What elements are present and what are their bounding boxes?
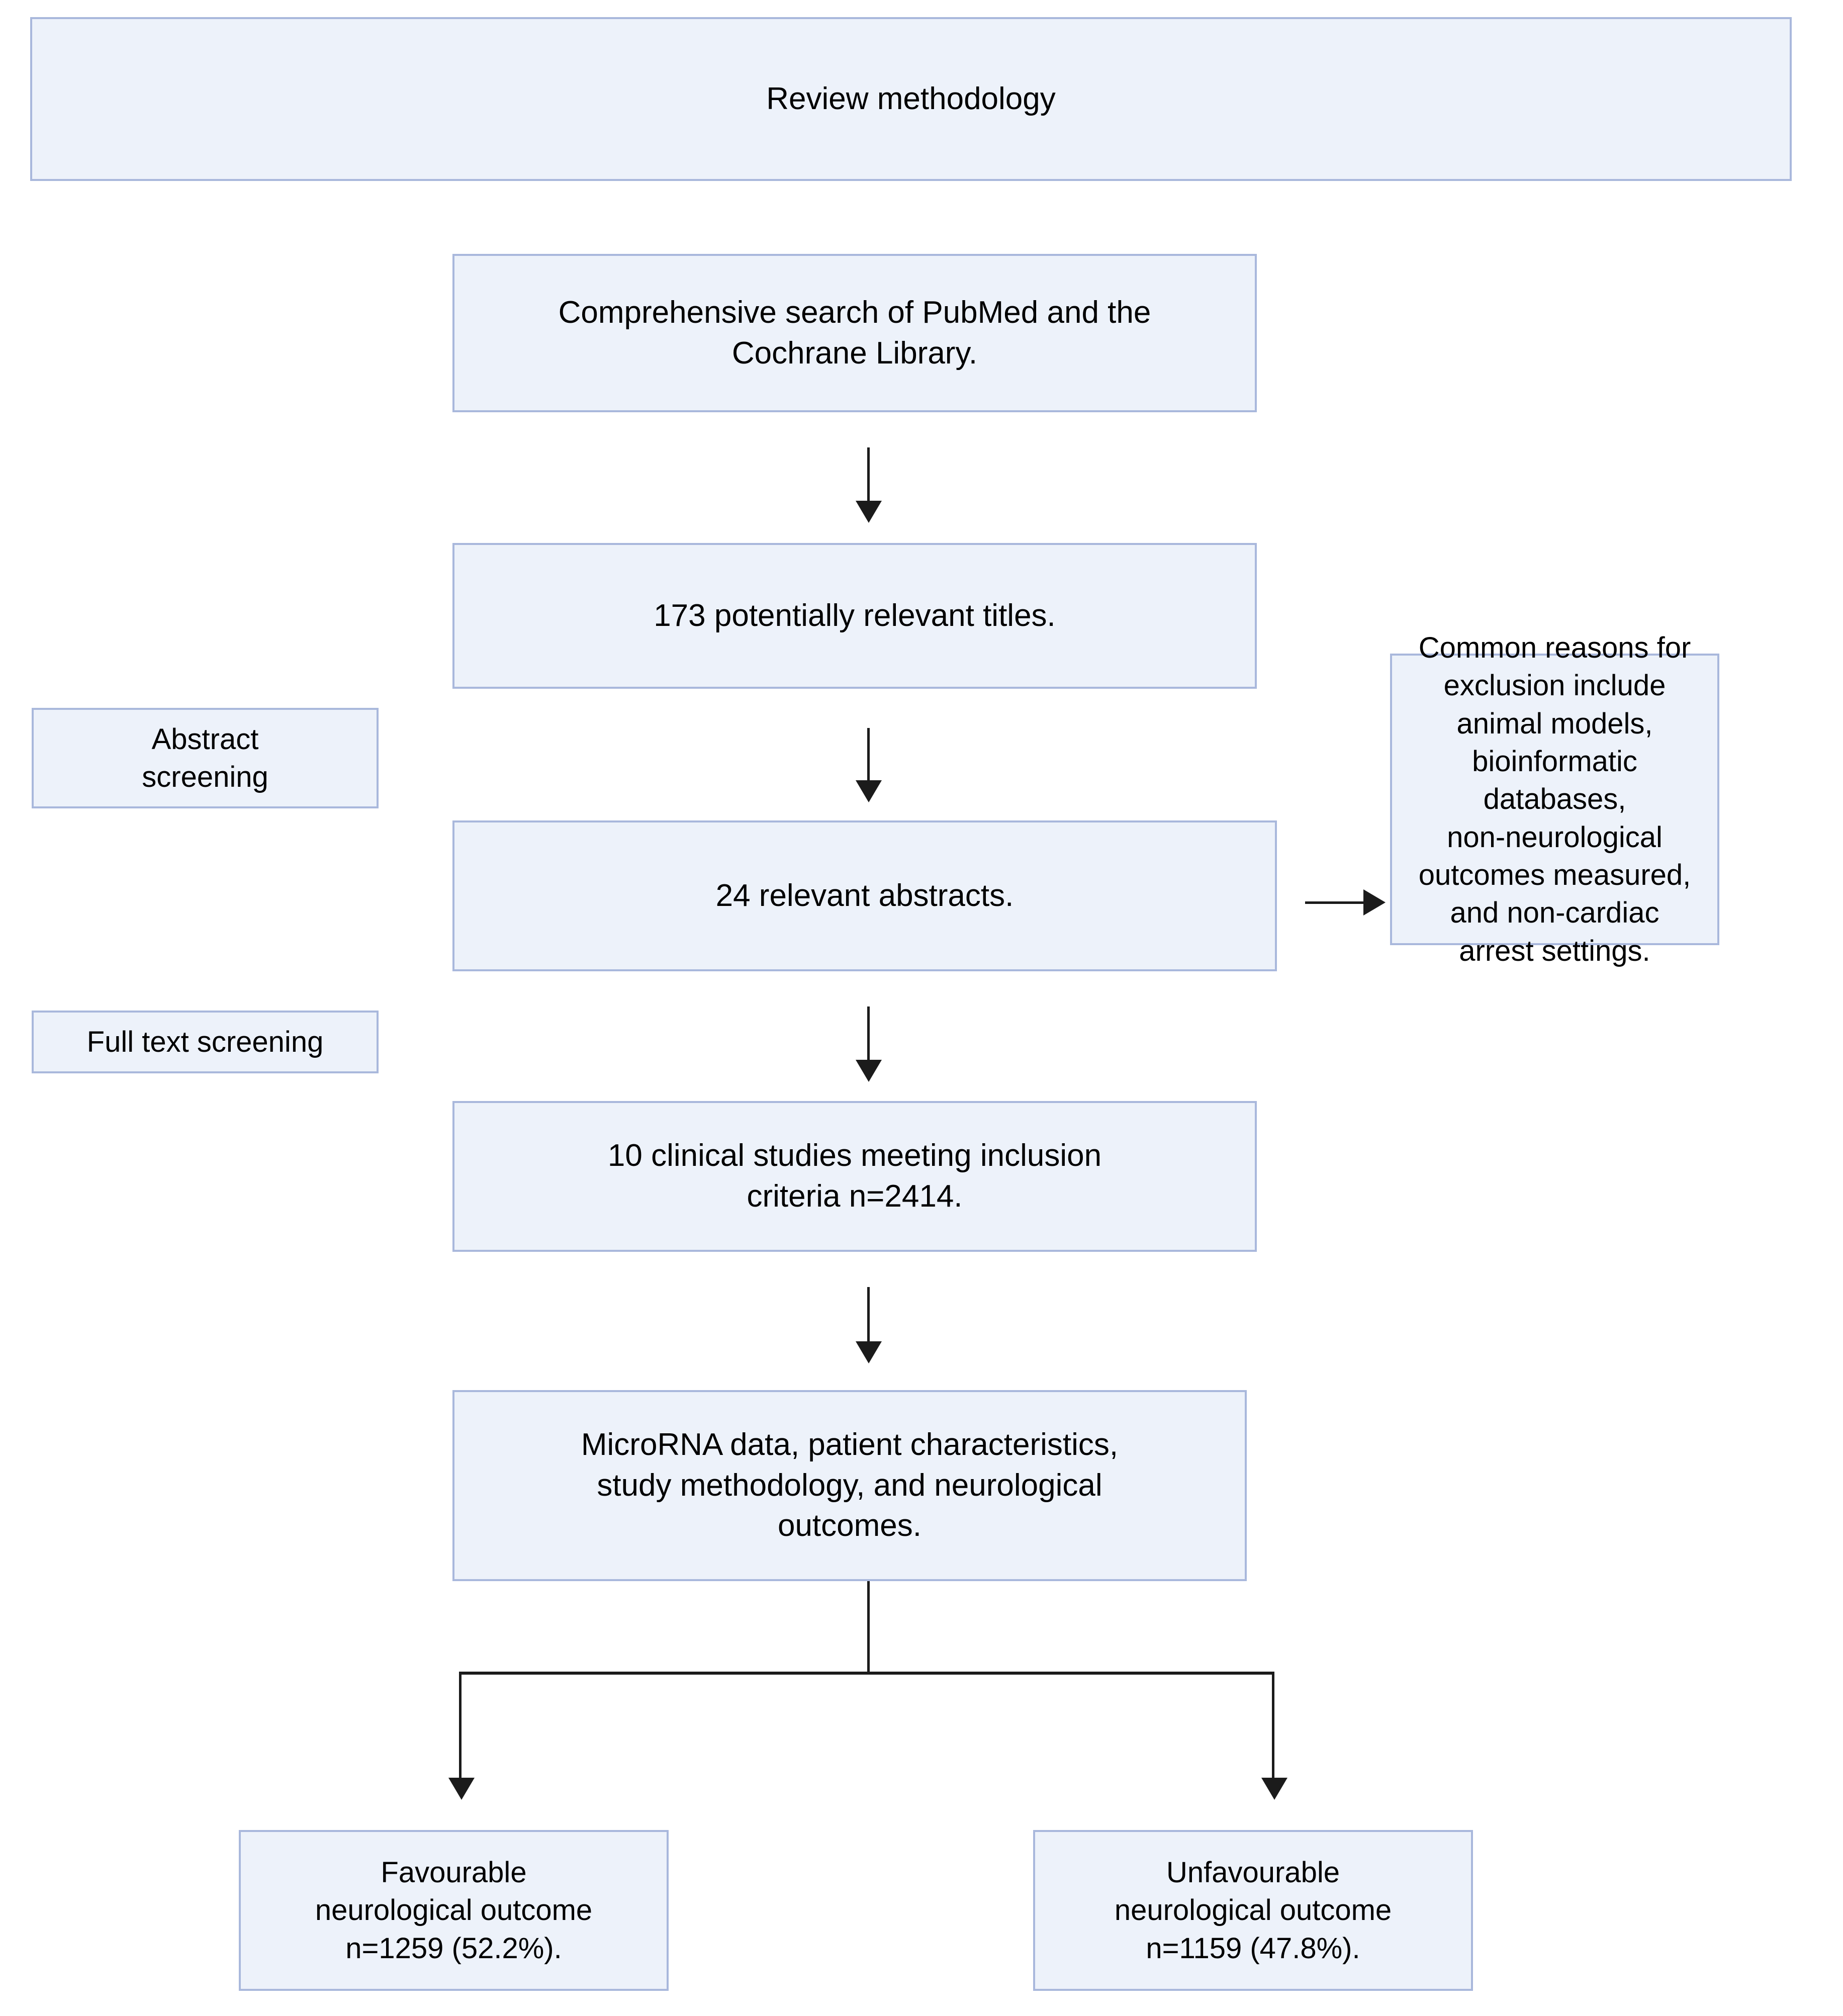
node-relevant-abstracts: 24 relevant abstracts. — [452, 820, 1277, 971]
label-full-text-screening: Full text screening — [32, 1011, 379, 1073]
node-potentially-relevant-titles: 173 potentially relevant titles. — [452, 543, 1257, 689]
arrow-head-right-icon — [1363, 889, 1386, 915]
arrow-head-down-left-icon — [448, 1778, 475, 1800]
arrow-head-down-icon — [856, 1341, 882, 1363]
node-comprehensive-search: Comprehensive search of PubMed and the C… — [452, 254, 1257, 412]
arrow-head-down-icon — [856, 1060, 882, 1082]
connector-left-leg — [459, 1672, 462, 1780]
flowchart-title-box: Review methodology — [30, 17, 1792, 181]
node-favourable-outcome: Favourable neurological outcome n=1259 (… — [239, 1830, 669, 1991]
node-exclusion-reasons: Common reasons for exclusion include ani… — [1390, 631, 1719, 967]
arrow-head-down-icon — [856, 780, 882, 802]
label-abstract-screening: Abstract screening — [32, 708, 379, 808]
node-unfavourable-outcome: Unfavourable neurological outcome n=1159… — [1033, 1830, 1473, 1991]
connector-line — [1305, 901, 1365, 904]
connector-crossbar — [459, 1672, 1274, 1675]
connector-stem — [867, 1581, 870, 1674]
arrow-head-down-right-icon — [1261, 1778, 1287, 1800]
connector-line — [867, 1006, 870, 1062]
connector-line — [867, 1287, 870, 1343]
connector-right-leg — [1272, 1672, 1274, 1780]
connector-line — [867, 447, 870, 503]
node-data-extracted: MicroRNA data, patient characteristics, … — [452, 1390, 1247, 1581]
connector-line — [867, 728, 870, 782]
node-clinical-studies-included: 10 clinical studies meeting inclusion cr… — [452, 1101, 1257, 1252]
arrow-head-down-icon — [856, 501, 882, 523]
